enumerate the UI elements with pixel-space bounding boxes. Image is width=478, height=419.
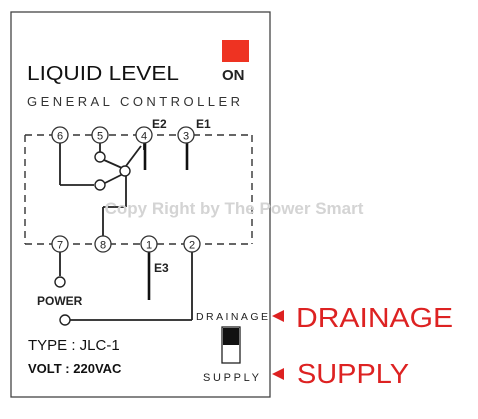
watermark-text: Copy Right by The Power Smart — [105, 199, 364, 218]
on-label: ON — [222, 67, 245, 84]
switch-pivot-icon — [119, 165, 131, 177]
volt-label: VOLT : 220VAC — [28, 361, 122, 376]
electrode-e2-label: E2 — [152, 117, 167, 131]
switch-knob-icon — [223, 328, 239, 345]
drainage-label: DRAINAGE — [196, 311, 268, 323]
power-label: POWER — [37, 294, 83, 308]
panel-title: LIQUID LEVEL — [27, 63, 179, 85]
drainage-annotation: DRAINAGE — [272, 302, 453, 333]
terminal-number: 1 — [146, 240, 152, 252]
power-terminal-icon — [54, 276, 66, 288]
supply-annotation-text: SUPPLY — [297, 358, 409, 389]
arrow-left-icon — [272, 368, 284, 380]
terminal-number: 8 — [100, 240, 106, 252]
terminal-top-3: 3 — [177, 126, 195, 144]
panel-subtitle: GENERAL CONTROLLER — [27, 94, 240, 109]
supply-annotation: SUPPLY — [272, 358, 409, 389]
drainage-annotation-text: DRAINAGE — [296, 302, 453, 333]
electrode-rods — [143, 143, 189, 300]
terminal-bottom-2: 2 — [183, 235, 201, 253]
terminal-number: 5 — [97, 131, 103, 143]
switch-contact-icon — [94, 179, 106, 191]
switch-contact-icon — [94, 151, 106, 163]
terminal-top-4: 4 — [135, 126, 153, 144]
terminal-number: 3 — [183, 131, 189, 143]
mode-selector-switch[interactable] — [221, 326, 241, 364]
terminal-bottom-1: 1 — [140, 235, 158, 253]
terminal-bottom-8: 8 — [94, 235, 112, 253]
terminal-number: 2 — [189, 240, 195, 252]
terminal-number: 4 — [141, 131, 147, 143]
electrode-e3-label: E3 — [154, 261, 169, 275]
on-indicator-icon — [222, 40, 249, 62]
terminal-number: 7 — [57, 240, 63, 252]
terminal-number: 6 — [57, 131, 63, 143]
terminal-top-5: 5 — [91, 126, 109, 144]
terminal-top-6: 6 — [51, 126, 69, 144]
contact-circles — [54, 151, 131, 326]
type-label: TYPE : JLC-1 — [28, 337, 120, 354]
arrow-left-icon — [272, 310, 284, 322]
terminal-bottom-7: 7 — [51, 235, 69, 253]
electrode-e1-label: E1 — [196, 117, 211, 131]
power-terminal-icon — [59, 314, 71, 326]
